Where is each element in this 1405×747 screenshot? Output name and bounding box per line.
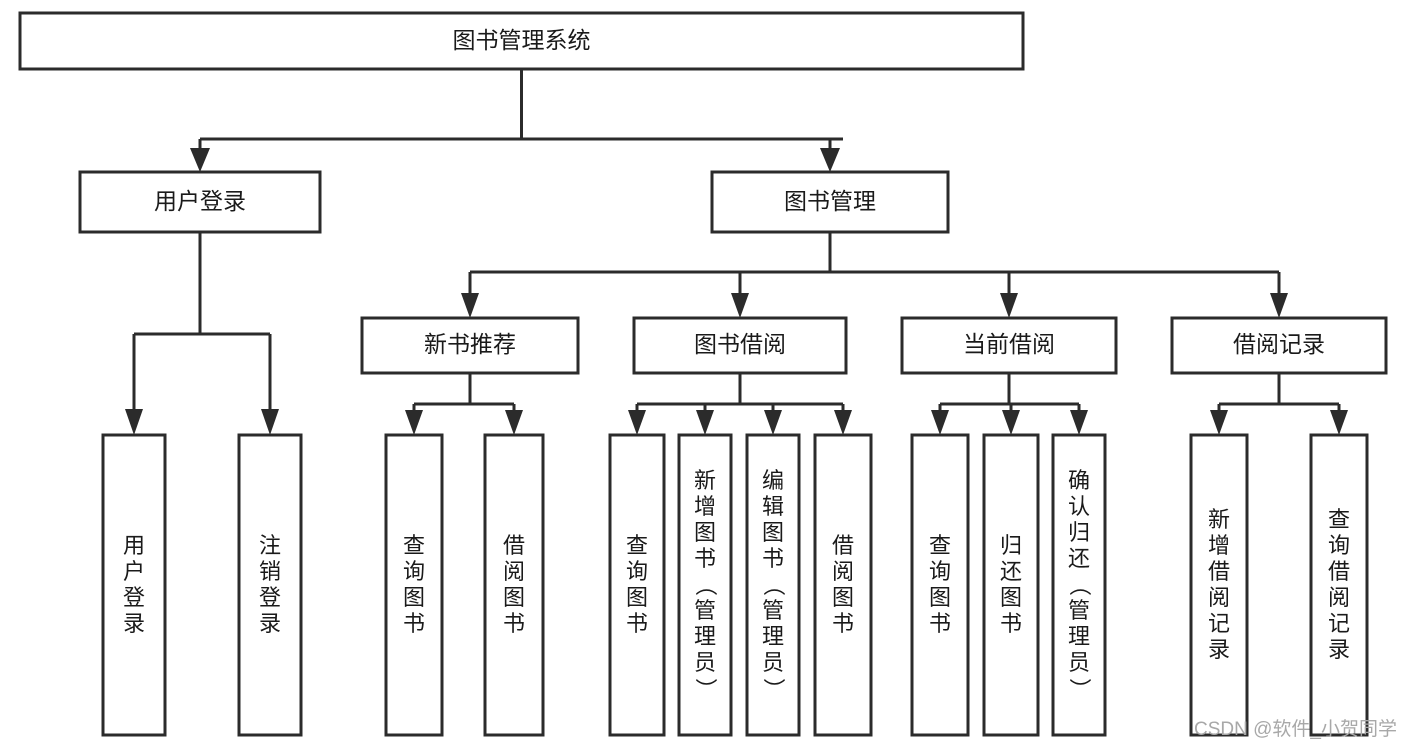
node-new-book-rec[interactable]: 新书推荐 (360, 316, 580, 375)
arrow-head-leaf-confirm-return (1070, 410, 1088, 435)
arrow-head-leaf-user-login (125, 409, 143, 435)
arrow-head-book-manage (820, 148, 840, 172)
node-current-borrow-box[interactable] (900, 316, 1118, 375)
node-book-borrow[interactable]: 图书借阅 (632, 316, 848, 375)
node-book-manage[interactable]: 图书管理 (710, 170, 950, 234)
csdn-watermark: CSDN @软件_小贺同学 (1194, 719, 1397, 740)
arrow-head-current-borrow (1000, 293, 1018, 318)
leaf-boxes (101, 433, 1369, 737)
node-root-label: 图书管理系统 (453, 27, 591, 53)
arrow-head-leaf-add-book-admin (696, 410, 714, 435)
node-current-borrow[interactable]: 当前借阅 (900, 316, 1118, 375)
leaf-box-borrow-book-2[interactable] (813, 433, 873, 737)
connector-user-login-to-leaves (125, 232, 279, 435)
leaf-box-edit-book-admin[interactable] (745, 433, 801, 737)
node-user-login-label: 用户登录 (154, 188, 246, 214)
arrow-head-user-login (190, 148, 210, 172)
leaf-box-query-borrow-rec[interactable] (1309, 433, 1369, 737)
arrow-head-leaf-query-book-3 (931, 410, 949, 435)
leaf-box-query-book-3[interactable] (910, 433, 970, 737)
leaf-box-add-book-admin[interactable] (677, 433, 733, 737)
leaf-box-query-book-2[interactable] (608, 433, 666, 737)
leaf-box-user-logout[interactable] (237, 433, 303, 737)
leaf-box-query-book-1[interactable] (384, 433, 444, 737)
arrow-head-leaf-query-book-1 (405, 410, 423, 435)
arrow-head-leaf-add-borrow-rec (1210, 410, 1228, 435)
node-book-manage-label: 图书管理 (784, 188, 876, 214)
arrow-head-leaf-query-borrow-rec (1330, 410, 1348, 435)
node-book-borrow-label: 图书借阅 (694, 331, 786, 357)
arrow-head-leaf-query-book-2 (628, 410, 646, 435)
leaf-box-return-book[interactable] (982, 433, 1040, 737)
arrow-head-leaf-return-book (1002, 410, 1020, 435)
node-new-book-rec-box[interactable] (360, 316, 580, 375)
leaf-box-add-borrow-rec[interactable] (1189, 433, 1249, 737)
node-borrow-record-box[interactable] (1170, 316, 1388, 375)
arrow-head-new-book-rec (461, 293, 479, 318)
connector-current-borrow-to-leaves (931, 373, 1088, 435)
leaf-box-borrow-book-1[interactable] (483, 433, 545, 737)
connector-book-borrow-to-leaves (628, 373, 852, 435)
node-root-box[interactable] (18, 11, 1025, 71)
node-book-manage-box[interactable] (710, 170, 950, 234)
node-current-borrow-label: 当前借阅 (963, 331, 1055, 357)
arrow-head-leaf-borrow-book-1 (505, 410, 523, 435)
node-user-login-box[interactable] (78, 170, 322, 234)
arrow-head-book-borrow (731, 293, 749, 318)
arrow-head-leaf-user-logout (261, 409, 279, 435)
leaf-box-confirm-return[interactable] (1051, 433, 1107, 737)
node-root[interactable]: 图书管理系统 (18, 11, 1025, 71)
arrow-head-leaf-edit-book-admin (764, 410, 782, 435)
connector-new-book-rec-to-leaves (405, 373, 523, 435)
connector-book-manage-to-level3 (461, 232, 1288, 318)
node-borrow-record-label: 借阅记录 (1233, 331, 1325, 357)
arrow-head-borrow-record (1270, 293, 1288, 318)
leaf-box-user-login[interactable] (101, 433, 167, 737)
arrow-head-leaf-borrow-book-2 (834, 410, 852, 435)
node-new-book-rec-label: 新书推荐 (424, 331, 516, 357)
connector-root-to-level2 (190, 69, 843, 172)
node-borrow-record[interactable]: 借阅记录 (1170, 316, 1388, 375)
connector-borrow-record-to-leaves (1210, 373, 1348, 435)
node-user-login[interactable]: 用户登录 (78, 170, 322, 234)
node-book-borrow-box[interactable] (632, 316, 848, 375)
